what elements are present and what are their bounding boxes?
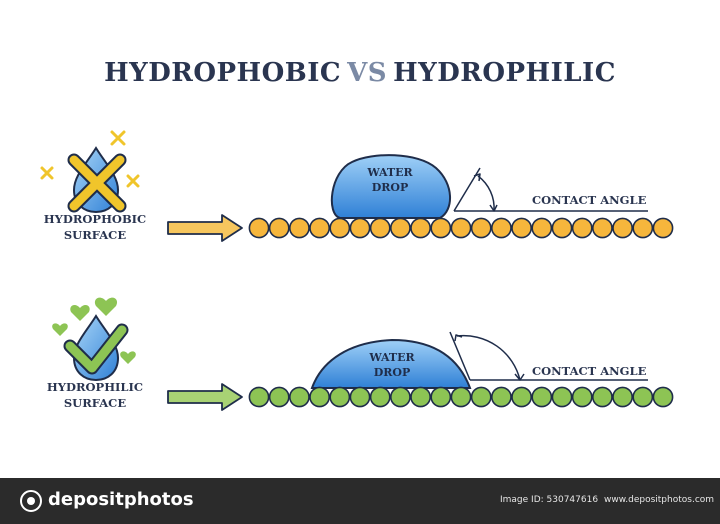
hydrophilic-contact-angle-mark: [449, 331, 648, 381]
surface-bead: [369, 217, 391, 239]
surface-bead: [592, 217, 613, 239]
surface-bead: [511, 386, 532, 408]
surface-bead: [531, 217, 553, 239]
diagram-canvas: [40, 130, 674, 411]
surface-bead: [410, 217, 432, 239]
hydrophobic-contact-angle-mark: [453, 167, 648, 212]
surface-bead: [470, 217, 492, 239]
hydrophilic-surface-beads: [248, 386, 674, 408]
title-vs: VS: [347, 58, 388, 88]
surface-bead: [349, 217, 371, 239]
surface-bead: [652, 217, 674, 239]
surface-bead: [389, 217, 411, 239]
surface-bead: [329, 217, 351, 239]
surface-bead: [470, 386, 492, 408]
cross-icon: [40, 130, 140, 188]
footer-bar: depositphotos Image ID: 530747616 www.de…: [0, 478, 720, 524]
surface-bead: [450, 217, 472, 239]
hearts-icon: [52, 297, 136, 364]
surface-bead: [612, 386, 634, 408]
hydrophobic-contact-angle-label: CONTACT ANGLE: [532, 193, 647, 207]
surface-bead: [248, 217, 270, 239]
surface-bead: [369, 386, 391, 408]
hydrophobic-label-line1: HYDROPHOBIC: [43, 212, 147, 226]
surface-bead: [349, 386, 371, 408]
hydrophobic-icon: [67, 146, 127, 214]
surface-bead: [490, 217, 512, 239]
hydrophilic-drop-line2: DROP: [373, 366, 411, 379]
surface-bead: [288, 386, 310, 408]
hydrophobic-label-line2: SURFACE: [63, 228, 127, 242]
surface-bead: [410, 386, 432, 408]
hydrophilic-label-line2: SURFACE: [63, 396, 127, 410]
hydrophilic-contact-angle-label: CONTACT ANGLE: [532, 364, 647, 378]
depositphotos-logo-icon: [20, 490, 42, 512]
brand-name: depositphotos: [48, 489, 194, 510]
surface-bead: [571, 386, 593, 408]
hydrophilic-water-drop: [310, 338, 472, 389]
hydrophobic-arrow: [167, 214, 243, 242]
hydrophobic-surface-label: HYDROPHOBIC SURFACE: [20, 211, 170, 243]
surface-bead: [309, 217, 331, 239]
surface-bead: [632, 217, 654, 239]
surface-bead: [632, 386, 654, 408]
surface-bead: [612, 217, 634, 239]
hydrophobic-drop-label: WATER DROP: [350, 165, 430, 195]
hydrophobic-drop-line2: DROP: [371, 181, 409, 194]
surface-bead: [389, 386, 411, 408]
hydrophobic-surface-beads: [248, 217, 674, 239]
surface-bead: [309, 386, 331, 408]
surface-bead: [652, 386, 674, 408]
surface-bead: [329, 386, 351, 408]
image-id: Image ID: 530747616: [500, 495, 599, 505]
hydrophobic-water-drop: [331, 154, 452, 219]
surface-bead: [511, 217, 532, 239]
surface-bead: [430, 386, 452, 408]
surface-bead: [571, 217, 593, 239]
site-url: www.depositphotos.com: [604, 495, 715, 505]
surface-bead: [430, 217, 452, 239]
hydrophilic-surface-label: HYDROPHILIC SURFACE: [20, 379, 170, 411]
surface-bead: [592, 386, 613, 408]
hydrophilic-arrow: [167, 383, 243, 411]
surface-bead: [551, 386, 573, 408]
hydrophilic-drop-label: WATER DROP: [352, 350, 432, 380]
surface-bead: [268, 217, 290, 239]
surface-bead: [288, 217, 310, 239]
title-right: HYDROPHILIC: [393, 58, 616, 88]
surface-bead: [268, 386, 290, 408]
hydrophilic-drop-line1: WATER: [369, 351, 415, 364]
hydrophobic-drop-line1: WATER: [367, 166, 413, 179]
hydrophilic-icon: [63, 314, 129, 382]
hydrophilic-label-line1: HYDROPHILIC: [46, 380, 144, 394]
surface-bead: [551, 217, 573, 239]
surface-bead: [450, 386, 472, 408]
surface-bead: [248, 386, 270, 408]
surface-bead: [531, 386, 553, 408]
surface-bead: [490, 386, 512, 408]
title-left: HYDROPHOBIC: [104, 58, 342, 88]
